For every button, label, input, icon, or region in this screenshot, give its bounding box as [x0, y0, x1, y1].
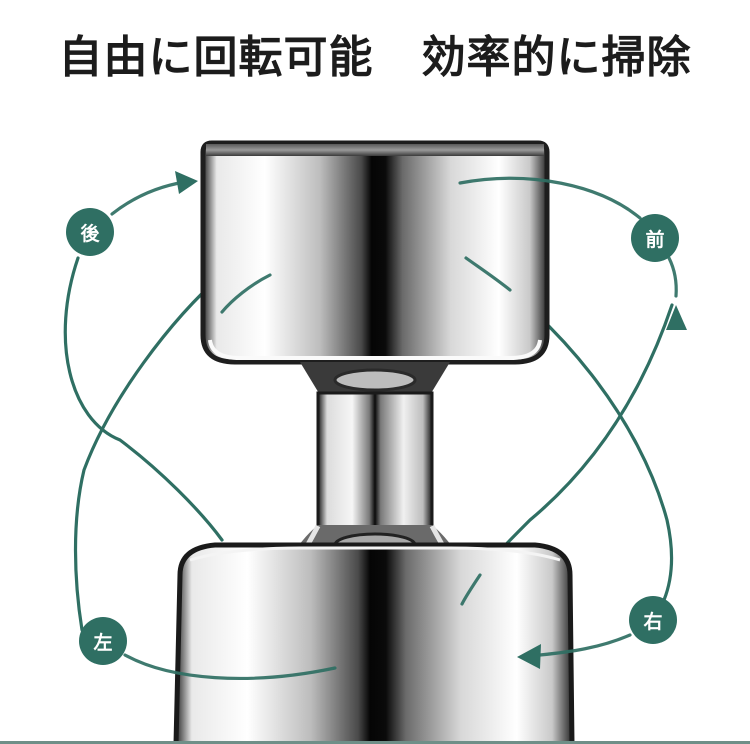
direction-label-back: 後 — [66, 208, 114, 256]
direction-label-left: 左 — [79, 617, 127, 665]
arrow-head-icon — [175, 171, 687, 669]
direction-label-right: 右 — [629, 596, 677, 644]
headline-right: 効率的に掃除 — [421, 32, 692, 83]
headline: 自由に回転可能 効率的に掃除 — [0, 28, 750, 88]
rotation-arcs-front — [110, 176, 678, 680]
headline-left: 自由に回転可能 — [58, 32, 374, 83]
neck-joint — [290, 362, 460, 560]
top-cap — [200, 140, 550, 365]
base-body — [173, 542, 575, 744]
direction-label-front: 前 — [631, 214, 679, 262]
bottom-bar — [0, 741, 750, 744]
